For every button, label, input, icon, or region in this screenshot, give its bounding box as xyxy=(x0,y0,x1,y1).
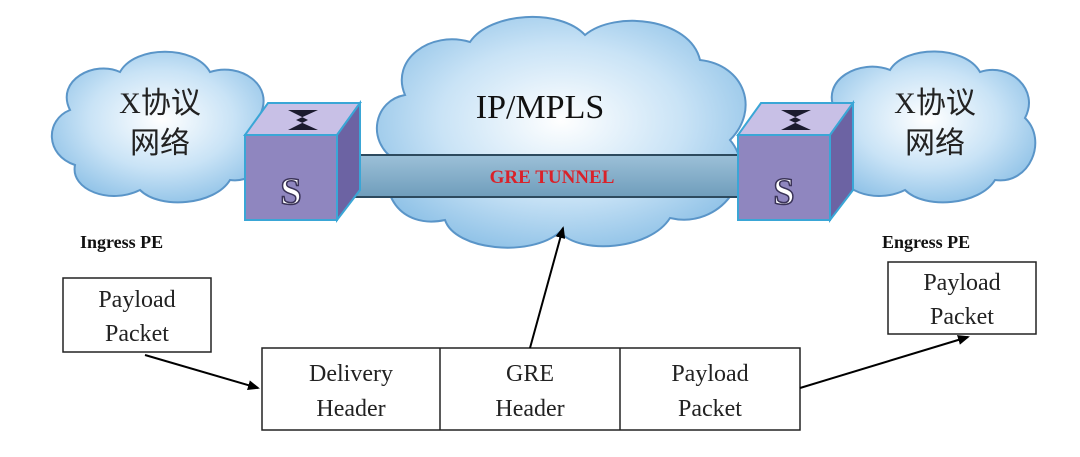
right-payload-line2: Packet xyxy=(930,304,994,330)
left-payload-line1: Payload xyxy=(98,287,175,313)
left-payload-line2: Packet xyxy=(105,321,169,347)
delivery-header-line1: Delivery xyxy=(309,361,393,387)
gre-header-line2: Header xyxy=(495,396,564,422)
right-payload-line1: Payload xyxy=(923,270,1000,296)
right-x-protocol-cloud: X协议 网络 xyxy=(819,50,1037,204)
right-switch-icon: S xyxy=(736,99,855,223)
engress-pe-label: Engress PE xyxy=(882,232,970,252)
left-x-protocol-cloud: X协议 网络 xyxy=(50,50,273,204)
left-payload-packet-box: Payload Packet xyxy=(62,277,212,353)
ingress-pe-label: Ingress PE xyxy=(80,232,163,252)
left-cloud-line1: X协议 xyxy=(119,87,201,120)
gre-tunnel-label: GRE TUNNEL xyxy=(490,167,615,188)
delivery-header-line2: Header xyxy=(316,396,385,422)
ip-mpls-label: IP/MPLS xyxy=(476,89,605,126)
right-cloud-line1: X协议 xyxy=(894,87,976,120)
gre-header-line1: GRE xyxy=(506,361,554,387)
arrow-payload-to-delivery xyxy=(144,354,260,390)
arrow-gre-to-cloud xyxy=(529,226,566,349)
left-switch-letter: S xyxy=(280,171,301,213)
ip-mpls-cloud: IP/MPLS xyxy=(376,16,747,249)
encapsulated-packet: Delivery Header GRE Header Payload Packe… xyxy=(261,347,801,431)
encapsulated-payload-line1: Payload xyxy=(671,361,748,387)
left-switch-icon: S xyxy=(243,99,362,223)
left-cloud-line2: 网络 xyxy=(130,127,190,160)
right-switch-letter: S xyxy=(773,171,794,213)
gre-tunnel: GRE TUNNEL xyxy=(344,154,746,198)
right-payload-packet-box: Payload Packet xyxy=(887,261,1037,335)
right-cloud-line2: 网络 xyxy=(905,127,965,160)
encapsulated-payload-line2: Packet xyxy=(678,396,742,422)
arrow-packet-to-egress-payload xyxy=(799,335,970,389)
